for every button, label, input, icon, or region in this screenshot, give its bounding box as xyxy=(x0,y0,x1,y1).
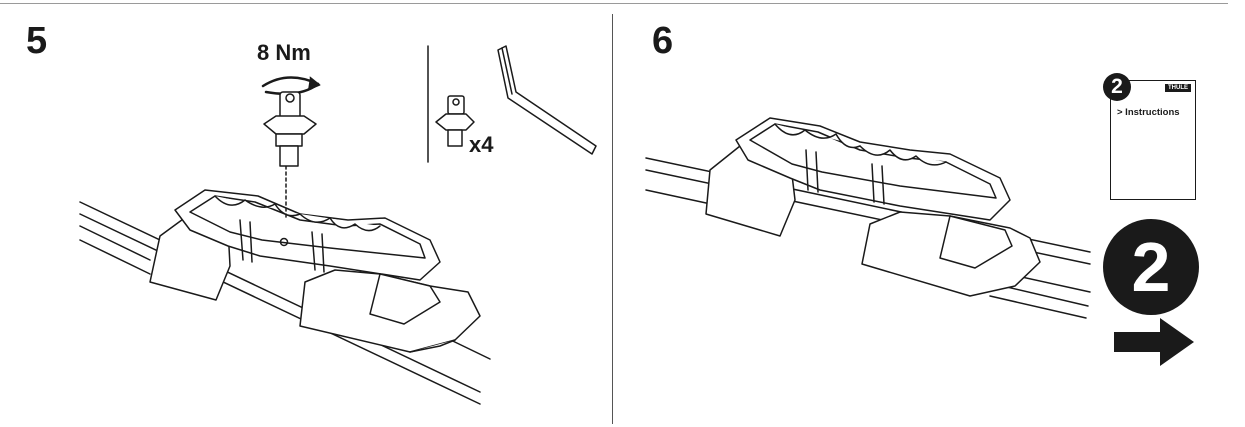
step-5-bolt-hole xyxy=(279,237,289,247)
bolt-icon xyxy=(263,91,317,167)
step-6-foot-pack xyxy=(705,117,1041,297)
torque-label: 8 Nm xyxy=(257,40,311,65)
booklet-number: 2 xyxy=(1103,73,1131,101)
bolt-part-icon xyxy=(435,95,475,147)
quantity-label: x4 xyxy=(469,132,494,157)
step-6-number: 6 xyxy=(652,20,674,62)
booklet-brand-logo: THULE xyxy=(1165,84,1191,92)
arrow-right-icon xyxy=(1114,318,1194,366)
top-rule xyxy=(0,3,1228,4)
step-5-foot-pack xyxy=(149,189,481,353)
next-booklet-number: 2 xyxy=(1103,219,1199,315)
step-divider xyxy=(612,14,613,424)
booklet-instructions-label: > Instructions xyxy=(1117,107,1180,118)
allen-key-icon xyxy=(497,45,597,155)
step-5-number: 5 xyxy=(26,20,48,62)
step-5-roof-rails xyxy=(79,201,491,405)
instruction-booklet: 2 THULE > Instructions xyxy=(1103,73,1196,200)
